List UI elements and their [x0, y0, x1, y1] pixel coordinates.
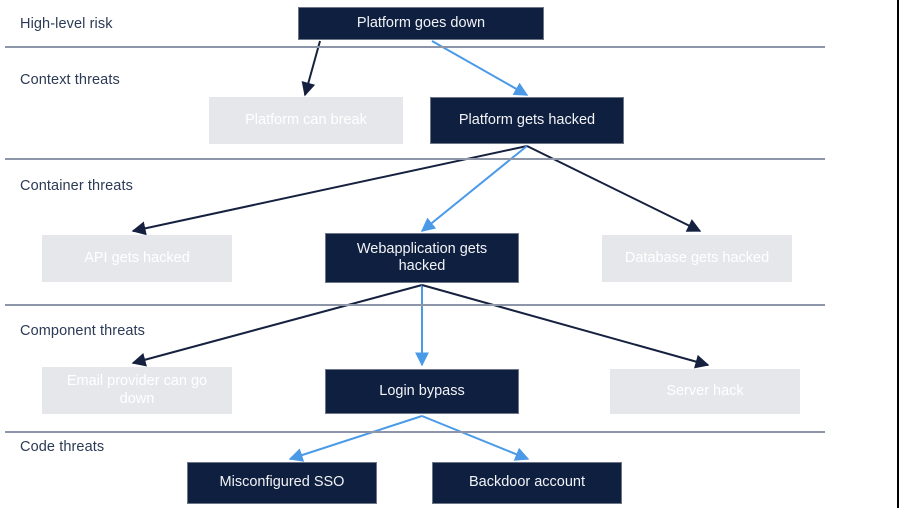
node-database-gets-hacked[interactable]: Database gets hacked — [602, 235, 792, 282]
edge-platform-down-to-can-break — [301, 40, 321, 97]
edge-webapp-to-email-provider — [131, 284, 423, 367]
node-misconfigured-sso[interactable]: Misconfigured SSO — [187, 462, 377, 504]
node-email-provider-can-go-down[interactable]: Email provider can go down — [42, 367, 232, 414]
node-platform-gets-hacked[interactable]: Platform gets hacked — [430, 97, 624, 144]
tier-label-code-threats: Code threats — [20, 439, 105, 455]
edge-platform-hacked-to-database — [526, 145, 702, 232]
tier-separator-component-threats — [5, 431, 825, 433]
node-label: Platform goes down — [356, 14, 486, 31]
tier-separator-context-threats — [5, 158, 825, 160]
edge-platform-hacked-to-api — [131, 145, 528, 236]
node-label: Backdoor account — [468, 474, 586, 491]
tier-label-component-threats: Component threats — [20, 323, 146, 339]
node-backdoor-account[interactable]: Backdoor account — [432, 462, 622, 504]
tier-label-container-threats: Container threats — [20, 178, 133, 194]
tier-label-high-level-risk: High-level risk — [20, 16, 113, 32]
edge-webapp-to-server-hack — [421, 284, 710, 369]
node-server-hack[interactable]: Server hack — [610, 369, 800, 414]
node-platform-goes-down[interactable]: Platform goes down — [298, 7, 544, 40]
node-api-gets-hacked[interactable]: API gets hacked — [42, 235, 232, 282]
node-label: Email provider can go down — [66, 373, 208, 407]
slide-right-edge — [897, 0, 899, 508]
node-platform-can-break[interactable]: Platform can break — [209, 97, 403, 144]
edge-platform-down-to-gets-hacked — [431, 40, 529, 96]
node-webapplication-gets-hacked[interactable]: Webapplication gets hacked — [325, 233, 519, 283]
node-label: API gets hacked — [84, 249, 190, 266]
edge-login-bypass-to-misconfigured-sso — [288, 415, 423, 462]
node-label: Webapplication gets hacked — [356, 240, 488, 274]
node-label: Login bypass — [379, 382, 465, 399]
edge-login-bypass-to-backdoor-account — [421, 415, 530, 461]
tier-separator-container-threats — [5, 304, 825, 306]
node-login-bypass[interactable]: Login bypass — [325, 369, 519, 414]
tier-separator-high-level-risk — [5, 46, 825, 48]
node-label: Platform can break — [245, 111, 367, 128]
node-label: Platform gets hacked — [458, 111, 596, 128]
node-label: Database gets hacked — [624, 249, 770, 266]
node-label: Server hack — [666, 382, 744, 399]
edge-platform-hacked-to-webapp — [420, 145, 528, 232]
node-label: Misconfigured SSO — [219, 474, 345, 491]
tier-label-context-threats: Context threats — [20, 72, 120, 88]
